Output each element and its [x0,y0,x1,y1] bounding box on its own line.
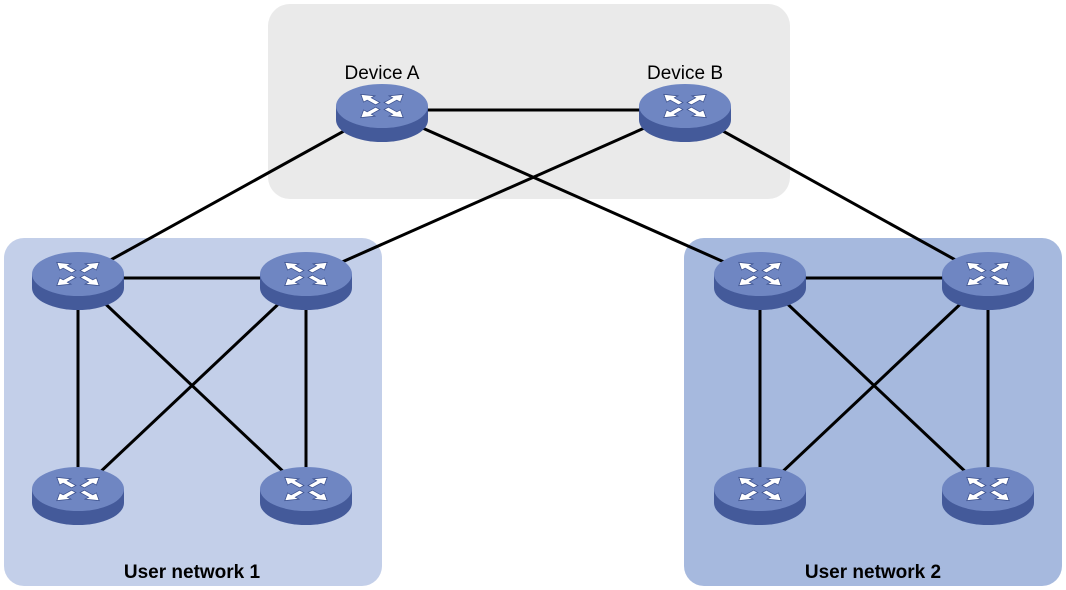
device-a-label: Device A [345,63,420,84]
link-A-n1a [77,108,383,280]
switch-icon [942,252,1034,310]
core-zone [268,4,790,199]
switch-icon [336,84,428,142]
devices-layer [32,84,1034,525]
link-n1b-n1c [76,276,308,495]
link-A-n2a [381,108,761,280]
device-b-label: Device B [647,63,723,84]
switch-icon [942,467,1034,525]
switch-icon [714,467,806,525]
link-n2b-n2c [758,276,990,495]
user-network-2-label: User network 2 [805,562,941,583]
switch-icon [260,467,352,525]
switch-icon [260,252,352,310]
switch-icon [639,84,731,142]
link-B-n1b [305,108,686,280]
switch-icon [32,252,124,310]
switch-icon [32,467,124,525]
link-B-n2b [684,108,989,280]
switch-icon [714,252,806,310]
user-network-1-label: User network 1 [124,562,261,583]
